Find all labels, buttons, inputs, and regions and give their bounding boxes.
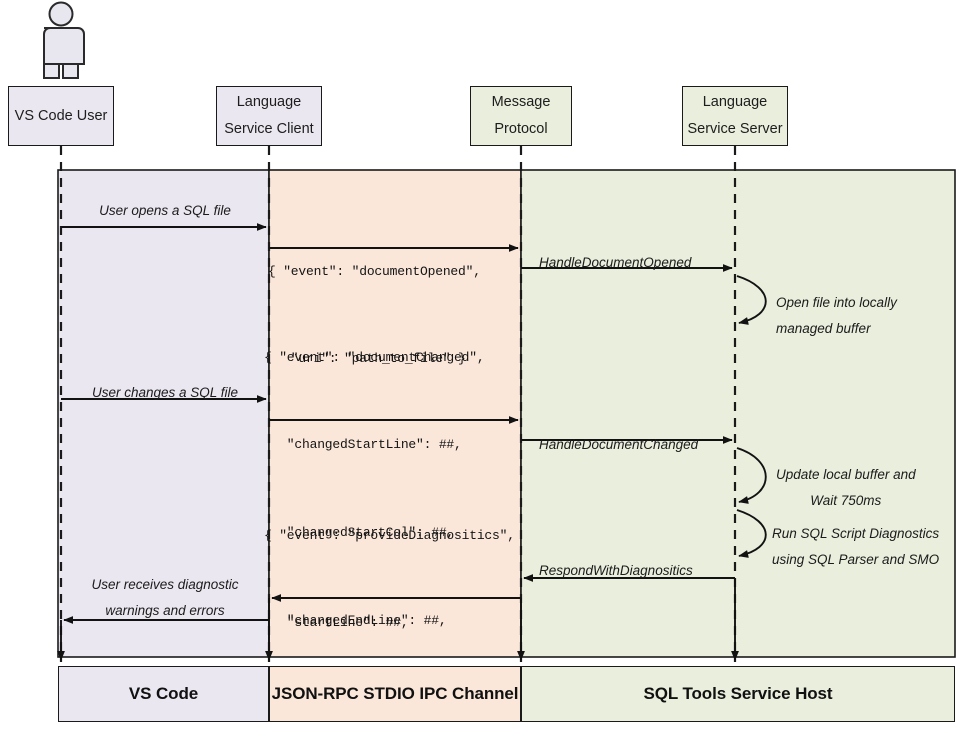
participant-label: VS Code User <box>14 107 108 124</box>
footer-vscode[interactable]: VS Code <box>58 666 269 722</box>
band-group <box>57 169 956 658</box>
participant-lang-server[interactable]: Language Service Server <box>682 86 788 146</box>
participant-label-line1: Language <box>236 94 302 111</box>
message-label-user-changes: User changes a SQL file <box>91 385 239 400</box>
message-label-handle-document-changed: HandleDocumentChanged <box>539 437 699 452</box>
participant-label-line1: Language <box>702 94 768 111</box>
band-vscode <box>57 169 270 658</box>
message-label-handle-document-opened: HandleDocumentOpened <box>539 255 692 270</box>
band-jsonrpc <box>268 169 522 658</box>
payload-line: "changedStartCol": ##, <box>264 525 455 540</box>
lifeline-group <box>59 146 737 662</box>
self-call-line1: Open file into locally <box>776 295 897 310</box>
band-service <box>520 169 956 658</box>
message-label-user-opens: User opens a SQL file <box>99 203 231 218</box>
footer-host[interactable]: SQL Tools Service Host <box>521 666 955 722</box>
payload-line: "changedStartLine": ##, <box>264 437 462 453</box>
message-label-respond-with-diagnostics: RespondWithDiagnositics <box>539 563 693 578</box>
participant-label-line1: Message <box>491 94 551 111</box>
self-call-open-file: Open file into locally managed buffer <box>776 290 897 343</box>
participant-msg-protocol[interactable]: Message Protocol <box>470 86 572 146</box>
self-call-line2: using SQL Parser and SMO <box>772 552 940 568</box>
self-call-line2: Wait 750ms <box>810 493 882 509</box>
stick-figure-actor <box>43 1 85 79</box>
self-call-update-buffer: Update local buffer and Wait 750ms <box>776 462 916 515</box>
payload-line: { "event": "documentChanged", <box>264 349 485 365</box>
participant-label-line2: Service Server <box>687 121 783 137</box>
user-receives-line2: warnings and errors <box>105 603 225 619</box>
payload-line: { "event": "provideDiagnositics", <box>264 527 515 543</box>
participant-lang-client[interactable]: Language Service Client <box>216 86 322 146</box>
self-loop-open-file <box>736 275 767 325</box>
self-call-line2: managed buffer <box>776 321 871 337</box>
payload-line: "startLine": ##, <box>264 615 409 631</box>
footer-jsonrpc[interactable]: JSON-RPC STDIO IPC Channel <box>269 666 521 722</box>
self-call-run-diagnostics: Run SQL Script Diagnostics using SQL Par… <box>772 521 939 574</box>
participant-vscode-user[interactable]: VS Code User <box>8 86 114 146</box>
participant-label-line2: Service Client <box>224 121 314 137</box>
self-loop-run-diagnostics <box>736 509 767 558</box>
message-label-user-receives-diagnostics: User receives diagnostic warnings and er… <box>61 572 269 625</box>
self-loop-update-buffer <box>736 447 767 504</box>
self-call-line1: Run SQL Script Diagnostics <box>772 526 940 541</box>
participant-label-line2: Protocol <box>494 121 548 137</box>
payload-line: { "event": "documentOpened", <box>268 263 481 279</box>
payload-line: "uri": "path_to_file" } <box>268 351 466 367</box>
payload-document-opened: { "event": "documentOpened", "uri": "pat… <box>268 198 481 432</box>
self-call-line1: Update local buffer and <box>776 467 916 482</box>
user-receives-line1: User receives diagnostic <box>91 577 239 592</box>
payload-line: "changedEndLine": ##, <box>264 612 447 628</box>
